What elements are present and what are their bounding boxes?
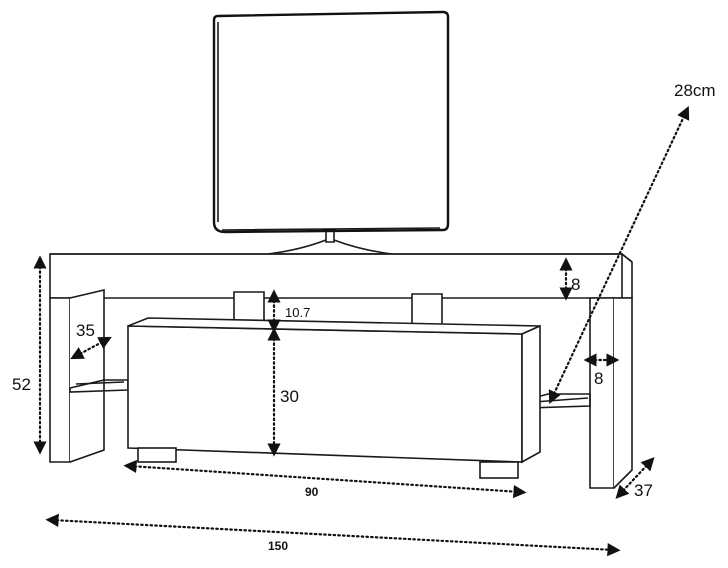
depth-dimension-label: 37 <box>634 481 653 500</box>
total-width-dimension-label: 150 <box>268 539 288 553</box>
tv-stand-foot <box>267 232 393 255</box>
tv-screen-inner-edge <box>217 22 441 231</box>
drawer-width-dimension-label: 90 <box>305 485 319 499</box>
cabinet-foot-left <box>137 447 177 463</box>
right-leg-side <box>613 297 633 489</box>
side-thickness-dimension-label: 8 <box>594 369 603 388</box>
drawer-cabinet <box>127 325 523 463</box>
height-dimension-label: 52 <box>12 375 31 394</box>
shelf-diagonal-dimension-line <box>548 106 690 404</box>
tv-stand <box>49 253 633 489</box>
drawer-width-dimension-line <box>123 459 527 499</box>
television <box>212 10 450 255</box>
shelf-diagonal-dimension-label: 28cm <box>674 81 716 100</box>
right-glass-shelf-edge <box>533 397 589 403</box>
left-leg <box>49 297 71 463</box>
left-glass-shelf-edge <box>75 381 125 385</box>
total-width-dimension-line <box>45 513 621 557</box>
shelf-depth-dimension-line <box>70 336 112 360</box>
left-leg-inner <box>69 288 105 463</box>
gap-top-dimension-label: 10.7 <box>285 305 310 320</box>
tv-screen <box>212 10 450 234</box>
drawer-height-dimension-label: 30 <box>280 387 299 406</box>
top-thickness-dimension-label: 8 <box>571 275 580 294</box>
drawer-cabinet-side <box>521 324 541 464</box>
top-board <box>49 253 633 299</box>
cabinet-foot-right <box>479 461 519 479</box>
right-leg <box>589 297 615 489</box>
shelf-depth-dimension-label: 35 <box>76 321 95 340</box>
depth-dimension-line <box>615 457 655 499</box>
tv-logo <box>322 229 336 232</box>
